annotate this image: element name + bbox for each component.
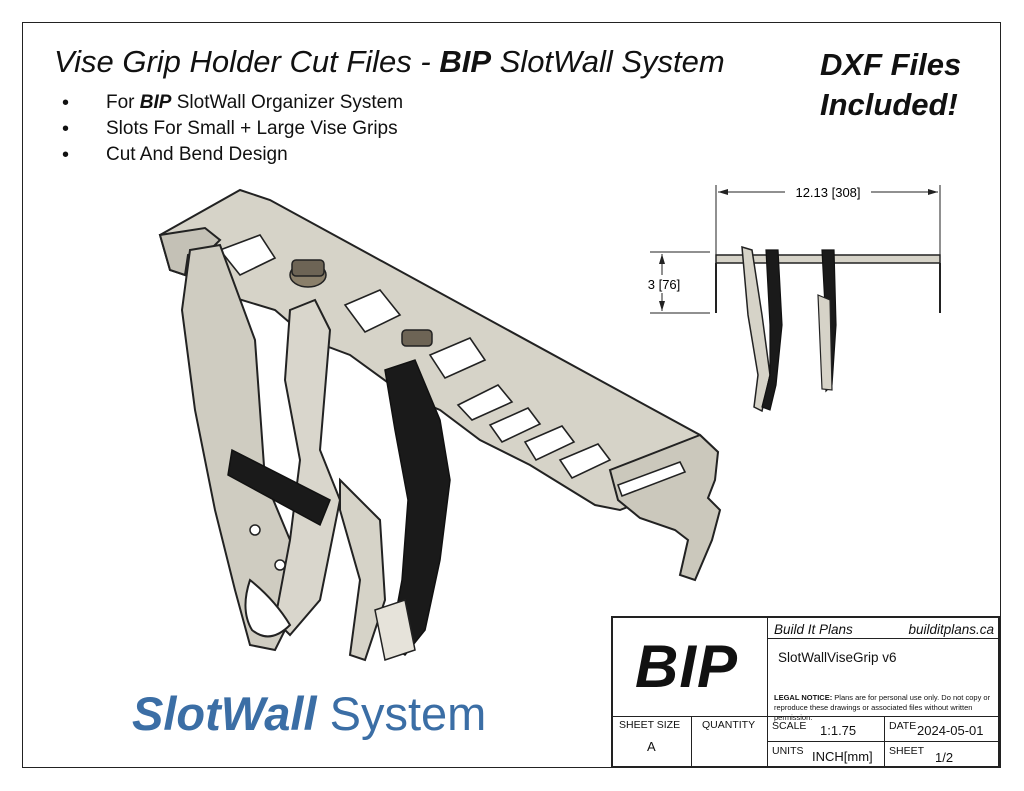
sheet-size-value: A — [647, 739, 656, 754]
feature-text: Cut And Bend Design — [106, 144, 288, 165]
slot — [456, 383, 514, 421]
width-dimension: 12.13 [308] — [795, 185, 860, 200]
slot — [343, 289, 402, 334]
legal-text: Plans are for personal use only. Do not … — [774, 693, 991, 722]
sheet-size-cell: SHEET SIZE A — [612, 716, 692, 767]
website: builditplans.ca — [908, 622, 994, 637]
units-cell: UNITS INCH[mm] — [767, 741, 885, 767]
date-label: DATE — [889, 720, 917, 732]
date-value: 2024-05-01 — [917, 723, 984, 738]
holder-front-view: 12.13 [308] 3 [76] — [640, 183, 941, 413]
scale-value: 1:1.75 — [820, 723, 857, 738]
part-name: SlotWallViseGrip v6 — [778, 650, 897, 665]
title-suffix: SlotWall System — [491, 44, 725, 79]
slot — [428, 337, 487, 380]
scale-label: SCALE — [772, 720, 807, 732]
sheet-label: SHEET — [889, 745, 925, 757]
sheet-cell: SHEET 1/2 — [884, 741, 999, 767]
bracket-side-tab — [608, 433, 722, 582]
quantity-cell: QUANTITY — [691, 716, 768, 767]
units-label: UNITS — [772, 745, 804, 757]
title-block: BIP Build It Plans builditplans.ca SlotW… — [611, 616, 1000, 768]
feature-text: Slots For Small + Large Vise Grips — [106, 118, 398, 139]
feature-item: Slots For Small + Large Vise Grips — [62, 116, 403, 142]
feature-item: For BIP SlotWall Organizer System — [62, 90, 403, 116]
feature-text: SlotWall Organizer System — [171, 92, 404, 113]
date-cell: DATE 2024-05-01 — [884, 716, 999, 742]
slotwall-brand-footer: SlotWall System — [132, 686, 486, 741]
bip-logo: BIP — [635, 633, 739, 700]
large-vise-grip — [180, 243, 342, 652]
brand-bold: SlotWall — [132, 687, 317, 740]
slot — [523, 425, 576, 462]
dxf-note-line1: DXF Files — [820, 47, 962, 82]
holder-isometric-illustration — [158, 188, 722, 662]
slot — [558, 443, 612, 480]
slot — [488, 407, 542, 444]
dxf-note-line2: Included! — [820, 87, 958, 122]
scale-cell: SCALE 1:1.75 — [767, 716, 885, 742]
small-vise-grip — [339, 329, 451, 662]
feature-item: Cut And Bend Design — [62, 142, 403, 168]
units-value: INCH[mm] — [812, 749, 873, 764]
slot — [218, 234, 277, 276]
sheet-size-label: SHEET SIZE — [619, 719, 681, 731]
feature-text: For — [106, 92, 140, 113]
mount-slot — [616, 461, 687, 498]
legal-label: LEGAL NOTICE: — [774, 693, 833, 702]
sheet-value: 1/2 — [935, 750, 954, 765]
height-dimension: 3 [76] — [648, 277, 681, 292]
feature-brand: BIP — [139, 92, 172, 113]
brand-rest: System — [316, 687, 487, 740]
title-prefix: Vise Grip Holder Cut Files - — [54, 44, 440, 79]
info-cell: Build It Plans builditplans.ca SlotWallV… — [767, 617, 1000, 722]
company-name: Build It Plans — [774, 622, 853, 637]
quantity-label: QUANTITY — [702, 719, 756, 731]
legal-notice: LEGAL NOTICE: Plans are for personal use… — [774, 693, 994, 723]
title-brand: BIP — [439, 44, 492, 79]
drawing-border — [22, 22, 1001, 768]
feature-list: For BIP SlotWall Organizer System Slots … — [62, 90, 403, 168]
page-title: Vise Grip Holder Cut Files - BIP SlotWal… — [54, 44, 725, 80]
dxf-note: DXF Files Included! — [820, 45, 961, 125]
logo-cell: BIP — [612, 617, 768, 717]
